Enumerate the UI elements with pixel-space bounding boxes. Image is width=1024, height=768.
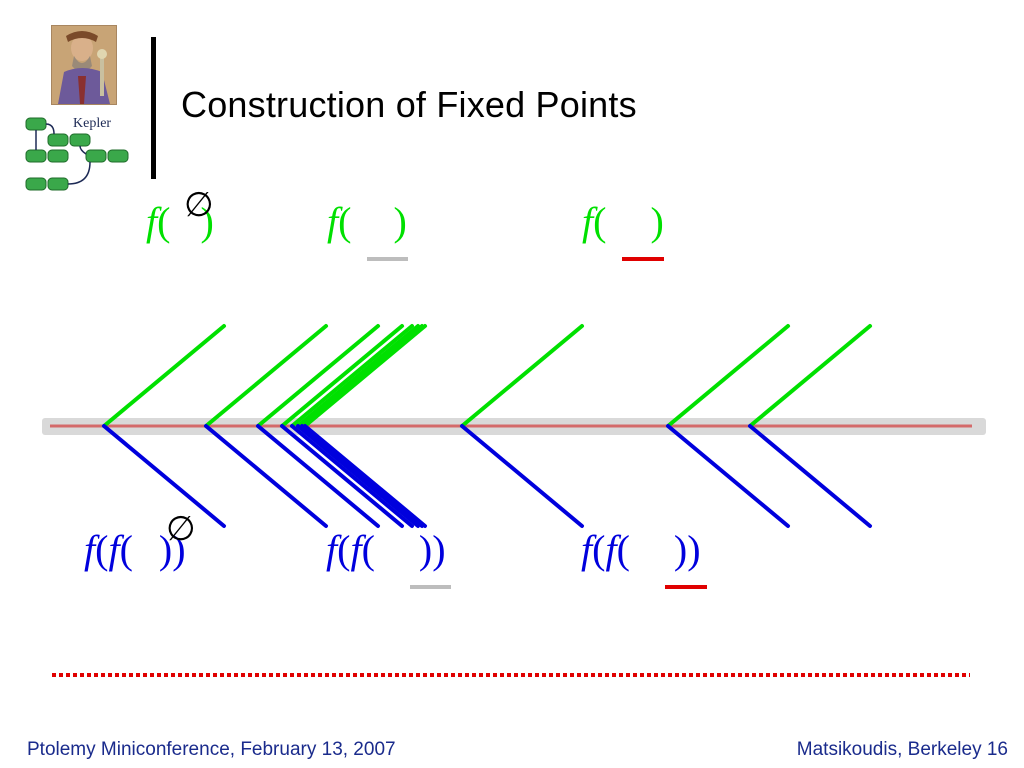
- green-line-6: [296, 324, 420, 428]
- blue-line-10: [666, 424, 790, 528]
- ptolemy-portrait-image: [51, 25, 117, 105]
- formula-fn: f: [582, 199, 594, 244]
- formula-bottom-1: f(f()): [84, 530, 186, 570]
- formula-top-2: f(): [327, 202, 407, 242]
- formula-fn-outer: f: [84, 527, 96, 572]
- green-line-11: [748, 324, 872, 428]
- blue-chevron-lines: [102, 424, 872, 528]
- formula-top-3: f(): [582, 202, 664, 242]
- formula-fn-outer: f: [326, 527, 338, 572]
- formula-close-paren: ): [393, 199, 407, 244]
- slide-title: Construction of Fixed Points: [181, 84, 637, 125]
- formula-open-paren: (: [616, 527, 630, 572]
- red-placeholder-mark-top: [622, 257, 664, 261]
- blue-line-11: [748, 424, 872, 528]
- formula-open-paren: (: [119, 527, 133, 572]
- kepler-logo-icon: [25, 117, 129, 191]
- formula-bottom-2: f(f()): [326, 530, 446, 570]
- gray-placeholder-mark-bottom: [410, 585, 451, 589]
- green-line-4: [280, 324, 404, 428]
- empty-set-symbol-top: ∅: [184, 185, 214, 225]
- formula-fn: f: [146, 199, 158, 244]
- formula-open-paren: (: [592, 527, 606, 572]
- formula-bottom-3: f(f()): [581, 530, 701, 570]
- formula-open-paren: (: [361, 527, 375, 572]
- kepler-logo-text: Kepler: [73, 116, 112, 131]
- formula-fn-inner: f: [108, 527, 120, 572]
- footer-right: Matsikoudis, Berkeley 16: [796, 739, 1008, 760]
- formula-close-paren: ): [158, 527, 173, 572]
- green-line-8: [303, 324, 427, 428]
- gray-placeholder-mark-top: [367, 257, 408, 261]
- green-chevron-lines: [102, 324, 872, 428]
- blue-line-4: [280, 424, 404, 528]
- green-line-1: [102, 324, 226, 428]
- formula-close-paren: ): [650, 199, 664, 244]
- formula-open-paren: (: [95, 527, 109, 572]
- formula-close-paren: ): [432, 527, 446, 572]
- formula-close-paren: ): [673, 527, 688, 572]
- formula-close-paren: ): [418, 527, 433, 572]
- blue-line-8: [303, 424, 427, 528]
- blue-line-1: [102, 424, 226, 528]
- green-line-3: [256, 324, 380, 428]
- blue-line-2: [204, 424, 328, 528]
- formula-close-paren: ): [172, 527, 186, 572]
- formula-fn-inner: f: [605, 527, 617, 572]
- green-line-2: [204, 324, 328, 428]
- formula-close-paren: ): [687, 527, 701, 572]
- formula-close-paren: ): [200, 199, 214, 244]
- formula-fn-outer: f: [581, 527, 593, 572]
- blue-line-6: [296, 424, 420, 528]
- green-line-10: [666, 324, 790, 428]
- footer-left: Ptolemy Miniconference, February 13, 200…: [27, 739, 396, 760]
- formula-fn-inner: f: [350, 527, 362, 572]
- empty-set-symbol-bottom: ∅: [166, 509, 196, 549]
- red-placeholder-mark-bottom: [665, 585, 707, 589]
- title-divider-bar: [151, 37, 156, 179]
- formula-open-paren: (: [157, 199, 171, 244]
- blue-line-9: [460, 424, 584, 528]
- formula-open-paren: (: [337, 527, 351, 572]
- formula-open-paren: (: [338, 199, 352, 244]
- formula-top-1: f(): [146, 202, 214, 242]
- formula-fn: f: [327, 199, 339, 244]
- formula-open-paren: (: [593, 199, 607, 244]
- blue-line-3: [256, 424, 380, 528]
- blue-line-5: [290, 424, 414, 528]
- green-line-9: [460, 324, 584, 428]
- green-line-5: [290, 324, 414, 428]
